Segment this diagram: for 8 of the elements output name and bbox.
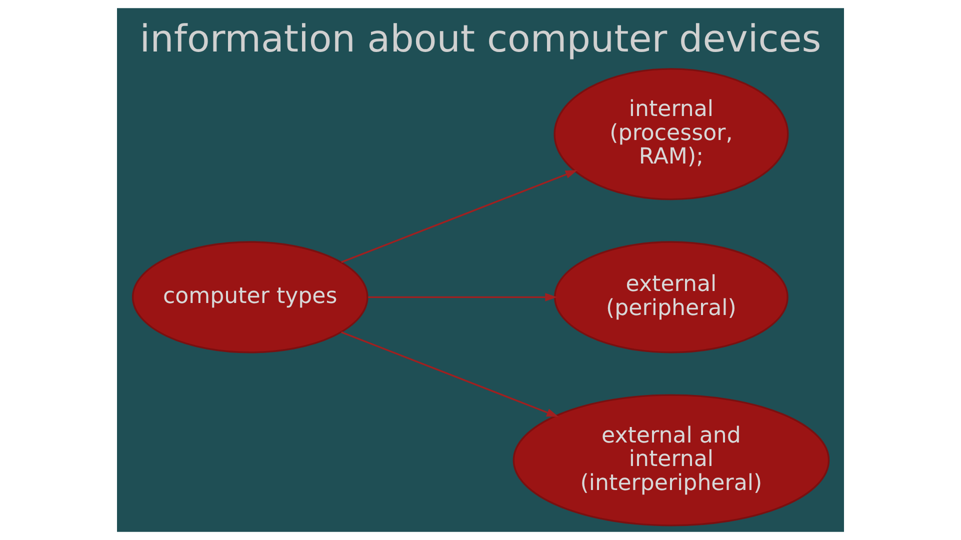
node-ellipse: external (peripheral) — [554, 241, 788, 354]
arrow — [341, 331, 559, 417]
node-ellipse: internal (processor, RAM); — [554, 68, 789, 200]
arrow — [341, 170, 578, 263]
node-ellipse: external and internal (interperipheral) — [512, 394, 830, 526]
node-ellipse: computer types — [132, 241, 368, 354]
arrow — [368, 293, 558, 302]
diagram-title: information about computer devices — [140, 16, 822, 61]
